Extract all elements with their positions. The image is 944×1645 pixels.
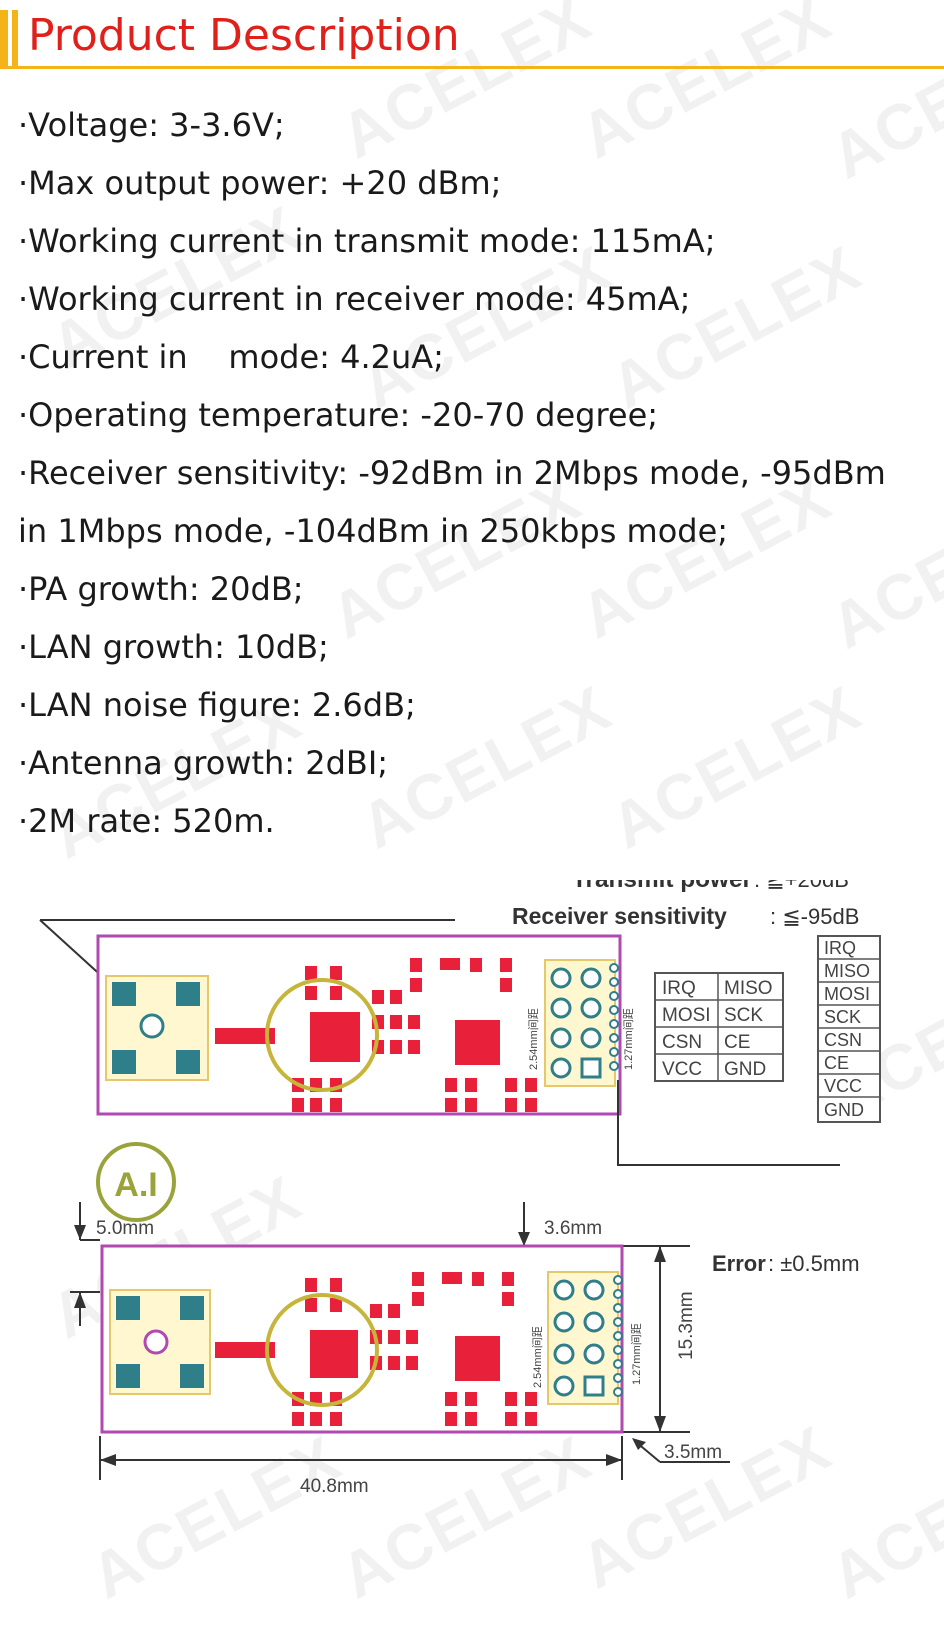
spec-item: ·Working current in receiver mode: 45mA; [18,280,691,318]
dim-label: 3.5mm [664,1442,722,1463]
connector-center [139,1013,165,1039]
spec-item: ·2M rate: 520m. [18,802,275,840]
svg-text:SCK: SCK [724,1005,763,1026]
pitch-label: 1.27mm间距 [622,1008,635,1070]
pin-square [580,1057,602,1079]
spec-item: ·Antenna growth: 2dBI; [18,744,389,782]
spec-item: ·LAN growth: 10dB; [18,628,329,666]
svg-text:CE: CE [824,1053,849,1073]
svg-text:CSN: CSN [824,1030,862,1050]
pad [180,1296,204,1320]
svg-text:VCC: VCC [662,1059,702,1080]
error-value: : ±0.5mm [768,1251,860,1276]
pad [176,982,200,1006]
dim-label: 5.0mm [96,1218,154,1239]
pad [116,1364,140,1388]
dim-label: 15.3mm [676,1291,697,1360]
dim-label: 3.6mm [544,1218,602,1239]
module-dimension-diagram: Transmit power : ≧+20dB Receiver sensiti… [0,866,944,1640]
small-pins [609,963,619,1071]
spec-item: ·LAN noise figure: 2.6dB; [18,686,416,724]
svg-text:VCC: VCC [824,1076,862,1096]
logo-text: A.I [114,1166,157,1204]
pin-holes [550,967,602,1079]
svg-text:SCK: SCK [824,1007,861,1027]
error-label: Error [712,1251,766,1276]
receiver-sensitivity-value: : ≦-95dB [770,904,859,929]
svg-text:GND: GND [724,1059,766,1080]
pad [112,1050,136,1074]
header-accent-bar [0,10,8,66]
svg-text:CE: CE [724,1032,750,1053]
section-header: Product Description [0,0,944,70]
pin-column: IRQ MISO MOSI SCK CSN CE VCC GND [817,935,881,1123]
spec-item: ·Receiver sensitivity: -92dBm in 2Mbps m… [18,454,886,550]
smd-components [215,958,537,1112]
pitch-label: 1.27mm间距 [630,1323,643,1385]
spec-item: ·Max output power: +20 dBm; [18,164,502,202]
connector-center [143,1329,169,1355]
spec-item: ·Operating temperature: -20-70 degree; [18,396,659,434]
pin-square [583,1375,605,1397]
svg-text:CSN: CSN [662,1032,702,1053]
svg-text:IRQ: IRQ [824,938,856,958]
svg-text:MISO: MISO [824,961,870,981]
spec-item: ·PA growth: 20dB; [18,570,304,608]
small-pins [613,1275,623,1397]
spec-item: ·Current in mode: 4.2uA; [18,338,444,376]
leader-line [617,1080,840,1166]
svg-text:IRQ: IRQ [662,978,696,999]
header-rule [0,66,944,69]
dim-label: 40.8mm [300,1476,369,1497]
svg-text:MOSI: MOSI [824,984,870,1004]
page-title: Product Description [28,10,460,61]
pitch-label: 2.54mm间距 [531,1326,544,1388]
pin-table: IRQ MISO MOSI SCK CSN CE VCC GND [654,972,784,1082]
chip-ring [265,978,379,1092]
spec-list: ·Voltage: 3-3.6V; ·Max output power: +20… [18,96,918,850]
spec-item: ·Working current in transmit mode: 115mA… [18,222,716,260]
pad [176,1050,200,1074]
pin-holes [553,1279,605,1397]
pitch-label: 2.54mm间距 [527,1008,540,1070]
pad [180,1364,204,1388]
pad [112,982,136,1006]
transmit-power-label: Transmit power [572,880,752,893]
receiver-sensitivity-label: Receiver sensitivity [512,903,727,929]
chip-ring [265,1293,379,1407]
svg-text:MOSI: MOSI [662,1005,711,1026]
header-accent-bar [12,10,18,66]
svg-text:MISO: MISO [724,978,773,999]
spec-item: ·Voltage: 3-3.6V; [18,106,285,144]
logo-badge [96,1142,176,1222]
transmit-power-value: : ≧+20dB [754,880,849,892]
svg-text:GND: GND [824,1100,864,1120]
pad [116,1296,140,1320]
